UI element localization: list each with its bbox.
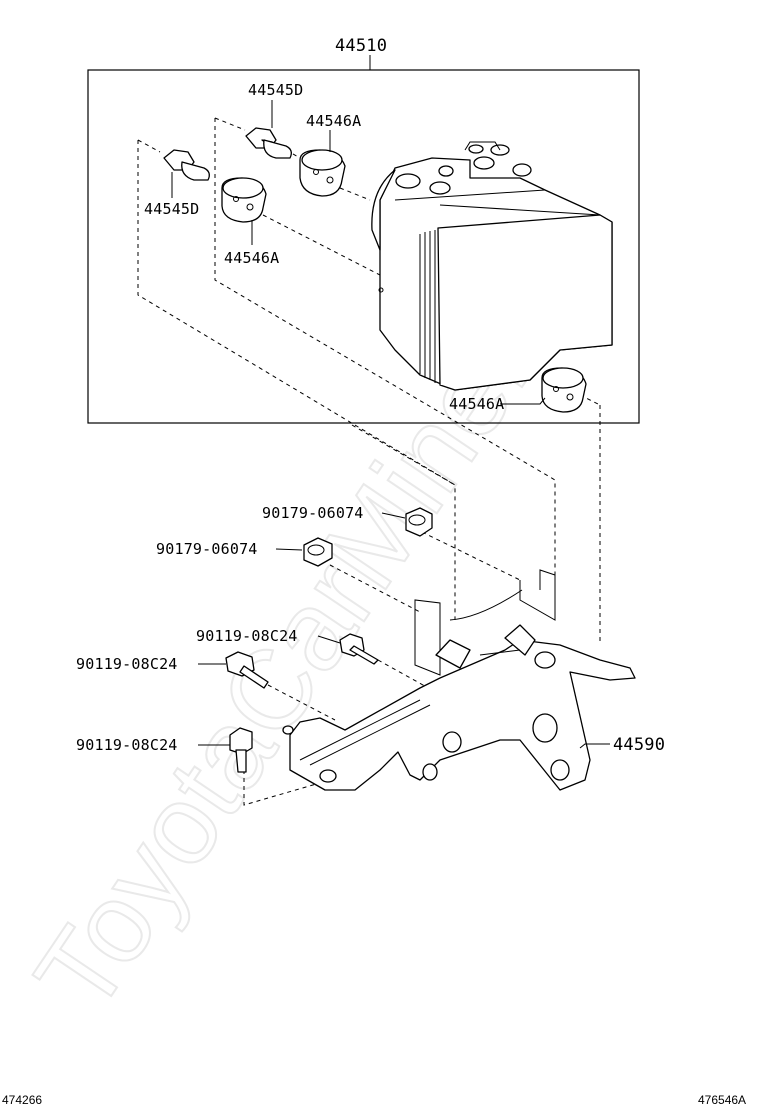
label-90179-a: 90179-06074 <box>262 504 364 522</box>
label-44510: 44510 <box>335 36 387 56</box>
label-44590: 44590 <box>613 735 665 755</box>
footer-right-code: 476546A <box>698 1093 746 1107</box>
label-90119-b: 90119-08C24 <box>76 655 178 673</box>
bolt-icon-c <box>229 727 253 773</box>
leader-lines <box>171 100 610 749</box>
label-44545d-b: 44545D <box>144 200 199 218</box>
bolt-icon-a <box>339 633 379 665</box>
label-44546a-b: 44546A <box>224 249 279 267</box>
grommet-44546a-icon-mid <box>221 177 267 223</box>
label-90179-b: 90179-06074 <box>156 540 258 558</box>
flange-nut-icon-a <box>405 507 433 537</box>
bracket-44590-icon <box>282 569 636 791</box>
label-44545d-a: 44545D <box>248 81 303 99</box>
footer-left-code: 474266 <box>2 1093 42 1107</box>
dashed-guides <box>137 117 601 806</box>
label-44546a-c: 44546A <box>449 395 504 413</box>
flange-nut-icon-b <box>303 537 333 567</box>
assembly-box <box>87 69 640 424</box>
abs-actuator-icon <box>371 141 613 391</box>
stud-bolt-44545d-icon-a <box>245 127 292 159</box>
label-90119-a: 90119-08C24 <box>196 627 298 645</box>
label-44546a-a: 44546A <box>306 112 361 130</box>
stud-bolt-44545d-icon-b <box>163 149 210 181</box>
label-90119-c: 90119-08C24 <box>76 736 178 754</box>
grommet-44546a-icon-low <box>541 367 587 413</box>
bolt-icon-b <box>225 651 269 689</box>
grommet-44546a-icon-top <box>299 149 346 197</box>
